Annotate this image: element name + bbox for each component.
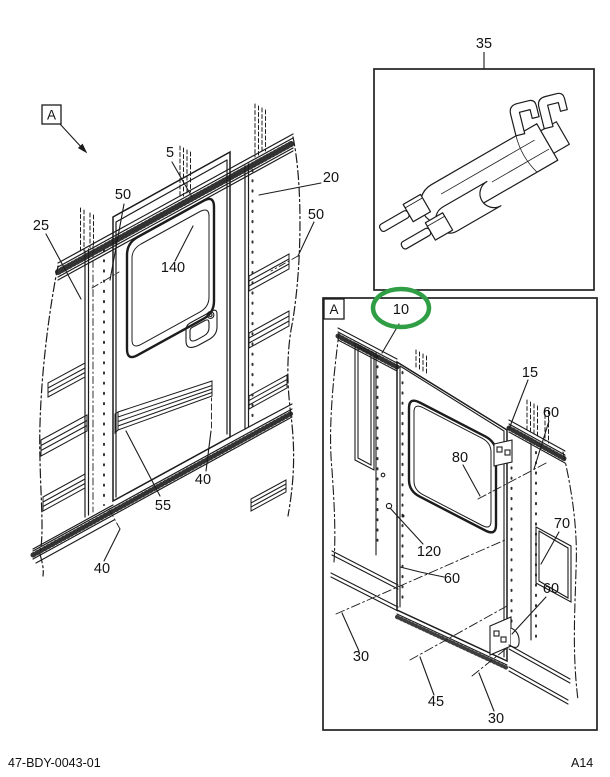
- document-number: 47-BDY-0043-01: [8, 756, 101, 770]
- detail-labels: 10 15 60 80 70 120 60 60 30 45 30: [353, 302, 570, 727]
- callout-80: 80: [452, 450, 468, 466]
- detail-drawing: [330, 323, 579, 712]
- roof-studs: [80, 103, 266, 254]
- page-reference: A14: [571, 756, 594, 770]
- ribbed-bands-right: [248, 253, 290, 512]
- detail-door: [380, 360, 513, 670]
- main-view-labels: A 5 50 20 50 25 140 40 55 40: [33, 104, 339, 577]
- callout-5: 5: [166, 145, 174, 161]
- right-panel: [244, 163, 254, 430]
- callout-10: 10: [393, 302, 409, 318]
- callout-40-right: 40: [195, 472, 211, 488]
- detail-leaders: [341, 323, 560, 712]
- callout-30-left: 30: [353, 649, 369, 665]
- detail-right-panel: [508, 442, 572, 705]
- callout-60-mid: 60: [444, 571, 460, 587]
- body-sill: [30, 403, 295, 564]
- ribbed-bands-left: [40, 362, 88, 512]
- view-a-flag-box: [41, 104, 62, 125]
- detail-a-flag-box: [323, 298, 345, 320]
- callout-45: 45: [428, 694, 444, 710]
- callout-50-right: 50: [308, 207, 324, 223]
- callout-140: 140: [161, 260, 185, 276]
- detail-studs: [415, 349, 549, 444]
- callout-35: 35: [476, 36, 492, 52]
- part-inset-box: 35: [373, 36, 595, 291]
- callout-40-bottom: 40: [94, 561, 110, 577]
- callout-50-left: 50: [115, 187, 131, 203]
- callout-55: 55: [155, 498, 171, 514]
- callout-60-bottom: 60: [543, 581, 559, 597]
- left-pillar: [84, 245, 105, 518]
- callout-30-right: 30: [488, 711, 504, 727]
- latch-part-drawing: [378, 92, 570, 250]
- door-handle: [185, 309, 218, 348]
- callout-70: 70: [554, 516, 570, 532]
- callout-15: 15: [522, 365, 538, 381]
- detail-a-flag-label: A: [329, 302, 338, 317]
- main-leaders: [45, 123, 322, 562]
- roof-rail: [55, 133, 296, 281]
- main-door-view: [30, 103, 322, 577]
- callout-20: 20: [323, 170, 339, 186]
- callout-25: 25: [33, 218, 49, 234]
- body-break-edges: [39, 136, 301, 577]
- detail-left-panel: [330, 342, 399, 612]
- highlight-ellipse: [370, 286, 432, 330]
- door-window: [125, 197, 216, 359]
- detail-break-edges: [330, 332, 579, 701]
- alignment-lines: [335, 461, 549, 677]
- detail-inset-box: A 10 15 60 80 70 120 60 60 30 45 30: [322, 286, 598, 731]
- callout-120: 120: [417, 544, 441, 560]
- view-a-flag-label: A: [47, 108, 56, 123]
- callout-60-top: 60: [543, 405, 559, 421]
- hook-tabs: [509, 92, 568, 137]
- door-rub-strip: [114, 380, 213, 435]
